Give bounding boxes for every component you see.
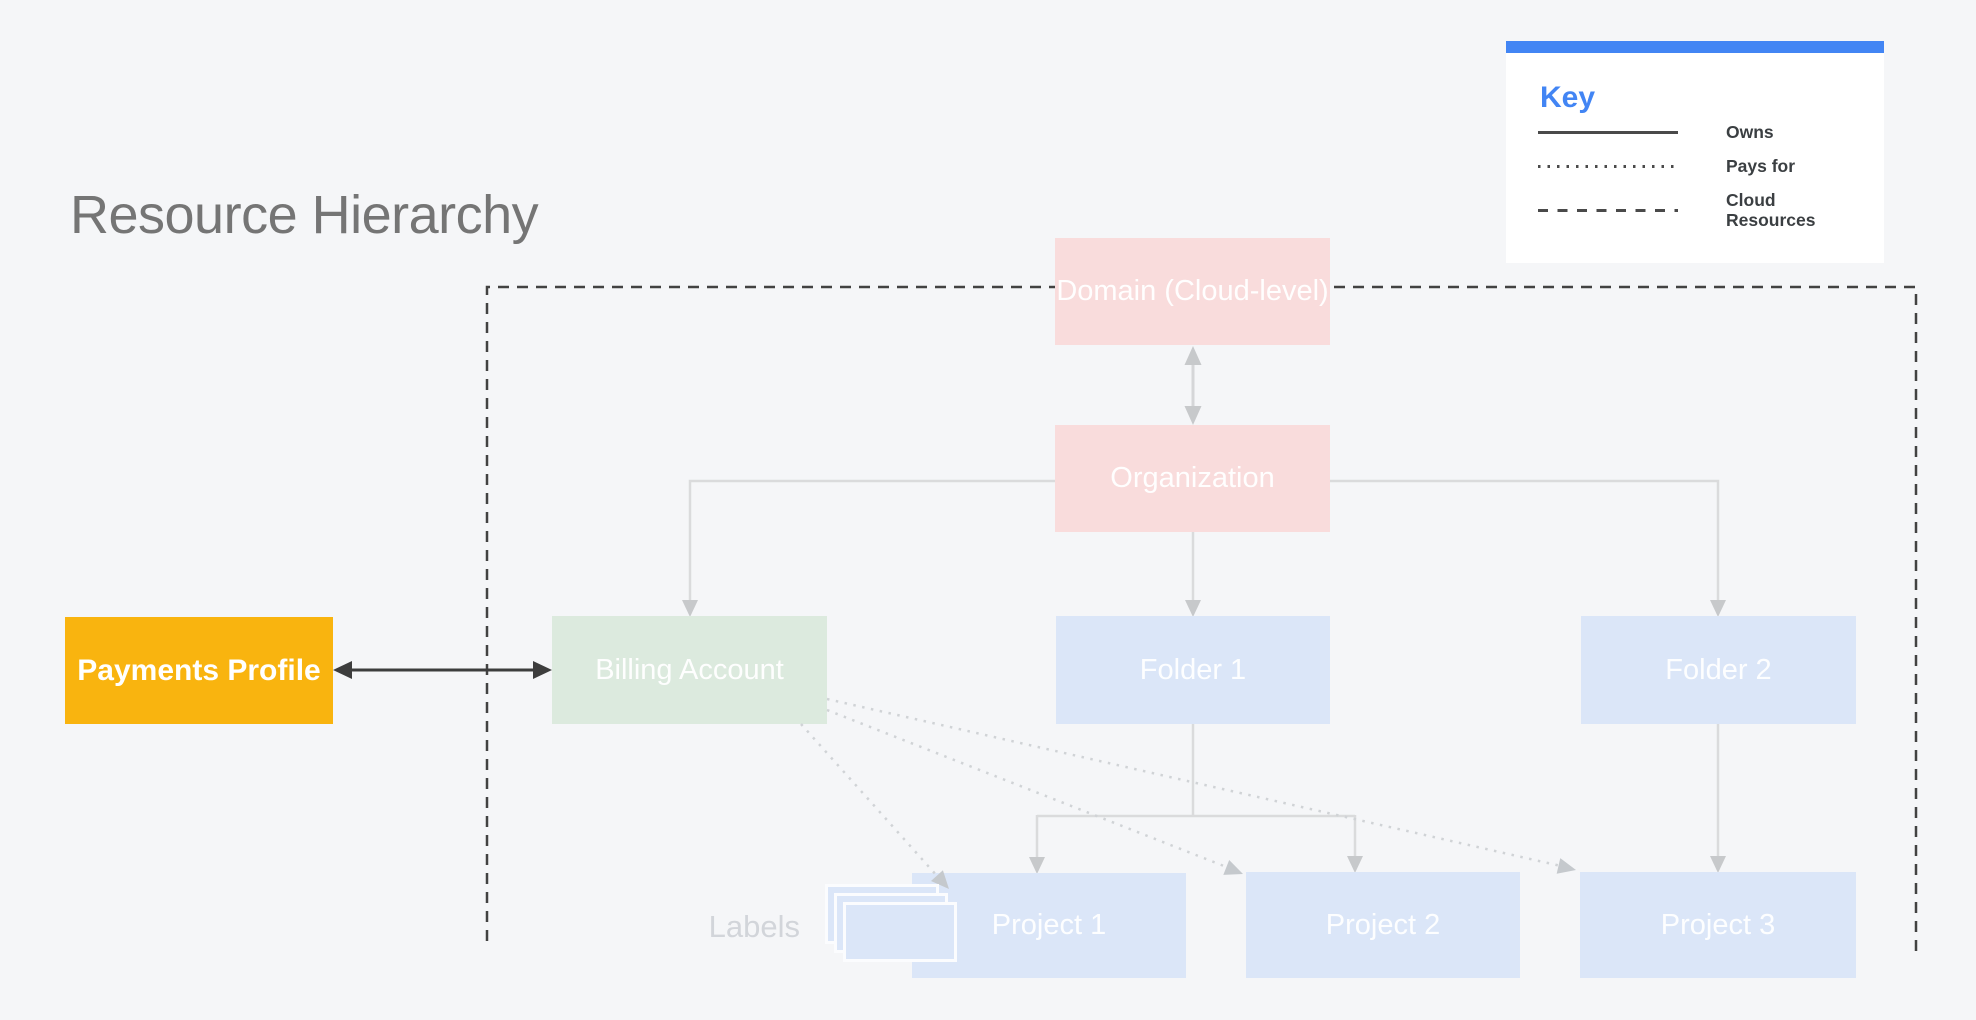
key-row-cloud-resources: Cloud Resources [1538,190,1864,230]
key-panel: Key Owns Pays for Cloud Resources [1506,41,1884,263]
key-accent-bar [1506,41,1884,53]
node-folder-2: Folder 2 [1581,616,1856,724]
pays-for-connector-billing-project2 [826,708,1243,875]
pays-for-connector-billing-project3 [826,697,1576,874]
payments-billing-link [333,661,552,679]
key-label-pays-for: Pays for [1726,156,1796,177]
dashed-line-sample [1538,208,1678,212]
labels-stack-icon [825,884,965,970]
key-body: Key Owns Pays for Cloud Resources [1506,53,1884,263]
node-project-2: Project 2 [1246,872,1520,978]
pays-for-connector-billing-project1 [800,723,949,889]
page-title: Resource Hierarchy [70,185,539,245]
owns-connector-organization-folder2 [1330,479,1726,617]
dotted-line-sample [1538,164,1678,168]
node-payments-profile: Payments Profile [65,617,333,724]
node-project-3: Project 3 [1580,872,1856,978]
owns-connector-folder2-project3 [1710,724,1726,873]
key-label-cloud-resources: Cloud Resources [1726,190,1816,231]
solid-line-sample [1538,130,1678,134]
owns-connector-folder1-projects [1029,724,1363,874]
node-folder-1-label: Folder 1 [1139,653,1247,686]
node-payments-profile-label: Payments Profile [77,653,321,687]
node-domain: Domain (Cloud-level) [1055,238,1330,345]
key-label-owns: Owns [1726,122,1774,142]
labels-card-front [843,902,957,962]
node-organization-label: Organization [1110,462,1275,494]
labels-caption: Labels [708,909,800,944]
node-billing-account: Billing Account [552,616,827,724]
node-project-1: Project 1 [912,873,1186,978]
node-project-1-label: Project 1 [991,909,1107,941]
node-folder-2-label: Folder 2 [1665,653,1772,686]
owns-connector-organization-folder1 [1185,532,1201,617]
node-project-3-label: Project 3 [1660,908,1776,941]
key-heading: Key [1540,81,1596,114]
node-project-2-label: Project 2 [1325,908,1441,941]
node-domain-label: Domain (Cloud-level) [1056,275,1329,307]
node-organization: Organization [1055,425,1330,532]
node-billing-account-label: Billing Account [595,653,784,686]
owns-connector-organization-billing [682,479,1055,617]
node-folder-1: Folder 1 [1056,616,1330,724]
owns-connector-domain-organization [1184,346,1202,425]
key-row-pays-for: Pays for [1538,156,1864,176]
key-row-owns: Owns [1538,122,1864,142]
